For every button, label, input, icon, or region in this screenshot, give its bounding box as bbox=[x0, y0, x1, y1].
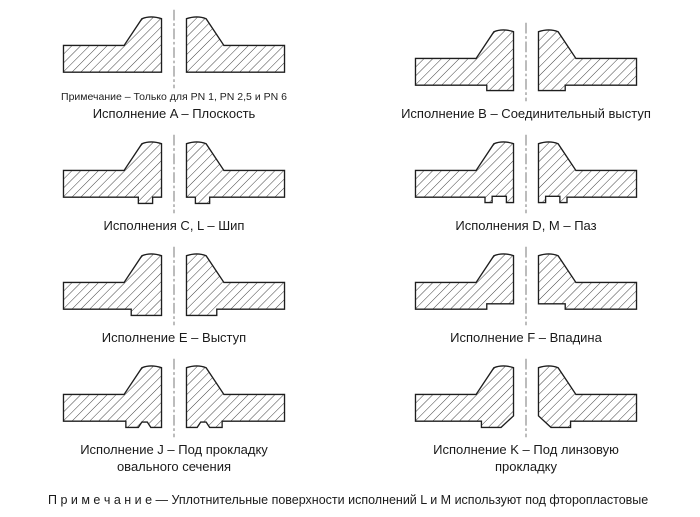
figure-a-caption: Исполнение A – Плоскость bbox=[92, 106, 256, 121]
figure-execution-j: Исполнение J – Под прокладку овального с… bbox=[10, 357, 338, 476]
flange-section-e-drawing bbox=[62, 246, 286, 325]
figure-execution-cl: Исполнения C, L – Шип bbox=[10, 133, 338, 235]
flange-section-b-drawing bbox=[414, 22, 638, 102]
figure-j-caption: Исполнение J – Под прокладку овального с… bbox=[80, 441, 268, 474]
figure-f-caption: Исполнение F – Впадина bbox=[450, 329, 602, 345]
flange-section-dm-drawing bbox=[414, 134, 638, 214]
figure-k-caption: Исполнение K – Под линзовую прокладку bbox=[433, 441, 619, 474]
figure-dm-caption: Исполнения D, M – Паз bbox=[455, 217, 597, 233]
figure-execution-dm: Исполнения D, M – Паз bbox=[362, 133, 690, 235]
figure-execution-b: Исполнение B – Соединительный выступ bbox=[362, 8, 690, 123]
figure-execution-e: Исполнение E – Выступ bbox=[10, 245, 338, 347]
flange-section-a-drawing bbox=[62, 9, 286, 89]
flange-section-cl-drawing bbox=[62, 134, 286, 214]
figures-grid: Примечание – Только для PN 1, PN 2,5 и P… bbox=[10, 8, 690, 475]
figure-execution-a: Примечание – Только для PN 1, PN 2,5 и P… bbox=[10, 8, 338, 123]
figure-execution-k: Исполнение K – Под линзовую прокладку bbox=[362, 357, 690, 476]
flange-section-j-drawing bbox=[62, 358, 286, 437]
flange-section-k-drawing bbox=[414, 358, 638, 437]
figure-cl-caption: Исполнения C, L – Шип bbox=[103, 217, 245, 233]
figure-e-caption: Исполнение E – Выступ bbox=[101, 329, 247, 345]
figure-a-note: Примечание – Только для PN 1, PN 2,5 и P… bbox=[61, 91, 287, 103]
sheet-footnote: П р и м е ч а н и е — Уплотнительные пов… bbox=[14, 493, 649, 517]
figure-execution-f: Исполнение F – Впадина bbox=[362, 245, 690, 347]
flange-section-f-drawing bbox=[414, 246, 638, 325]
figure-b-caption: Исполнение B – Соединительный выступ bbox=[401, 106, 651, 121]
